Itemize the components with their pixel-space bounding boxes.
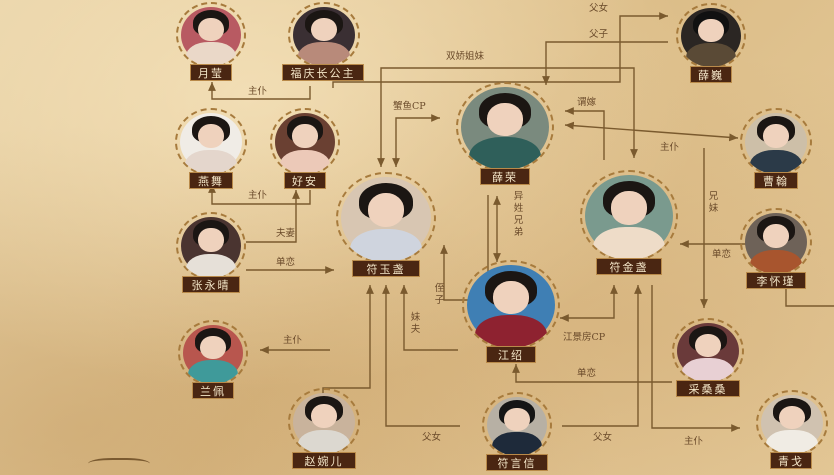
label-li-dan: 单恋 [712,249,732,260]
name-zhangyongqing: 张永晴 [182,276,240,293]
name-fuyanxin: 符言信 [486,454,548,471]
label-jiangjingfang: 江景房CP [563,332,606,343]
line-yanwu-zhupu [208,184,311,205]
name-lihuaiyin: 李怀瑾 [746,272,806,289]
name-xuerong: 薛荣 [480,168,530,185]
name-xuewei: 薛巍 [690,66,732,83]
label-caohan-zhupu: 主仆 [660,142,680,153]
line-jiangjingfang [560,285,618,322]
name-qingge: 青戈 [770,452,812,469]
label-cai-dan: 单恋 [577,368,597,379]
name-fujinzhan: 符金盏 [596,258,662,275]
label-yixing: 异姓兄弟 [513,191,524,238]
name-fuyuzhan: 符玉盏 [352,260,420,277]
label-fu-fuxin: 父女 [593,432,613,443]
line-zengjia [565,107,605,160]
line-qingge-zhupu [651,285,740,432]
line-zhao-fuxin [322,285,374,395]
label-zengjia: 谓嫁 [577,97,597,108]
label-yueying-zhupu: 主仆 [248,86,268,97]
line-yueying-zhupu [208,82,311,100]
name-yuebao: 月莹 [190,64,232,81]
line-fuqing-xuewei [332,12,668,88]
name-caohan: 曹翰 [754,172,798,189]
line-caohan-zhupu [564,121,739,142]
label-fuzi: 父子 [589,29,609,40]
line-fu-fuxin [562,285,642,427]
line-fuqi [246,190,300,243]
line-fuyanxin-yu [382,285,460,427]
label-shuangjiao: 双娇姐妹 [446,51,485,62]
label-zhao-fuxin: 父女 [422,432,442,443]
corner-ornament [88,458,150,472]
line-edge [785,288,834,307]
label-zhang-dan: 单恋 [276,257,296,268]
name-haoan: 好安 [284,172,326,189]
label-lanpei-zhupu: 主仆 [283,335,303,346]
label-fuqi: 夫妻 [276,228,296,239]
label-meifu: 妹夫 [410,312,421,335]
label-qingge-zhupu: 主仆 [684,436,704,447]
name-lanpei: 兰佩 [192,382,234,399]
name-caisangsang: 采桑桑 [676,380,740,397]
line-meifu [400,285,458,351]
name-zhaowaner: 赵婉儿 [292,452,356,469]
name-jiangshao: 江绍 [486,346,536,363]
name-fuqing: 福庆长公主 [282,64,364,81]
label-xiongmei: 兄妹 [708,191,719,214]
line-cai-dan [512,364,672,383]
line-xieyu [392,114,440,167]
label-yanwu-zhupu: 主仆 [248,190,268,201]
line-shuangjiao [377,67,638,167]
line-fuzi [542,41,668,85]
label-fuqing-xuewei: 父女 [589,3,609,14]
label-zhizi: 侄子 [434,283,445,306]
label-xieyu: 蟹鱼CP [393,101,426,112]
name-yanwu: 燕舞 [189,172,233,189]
